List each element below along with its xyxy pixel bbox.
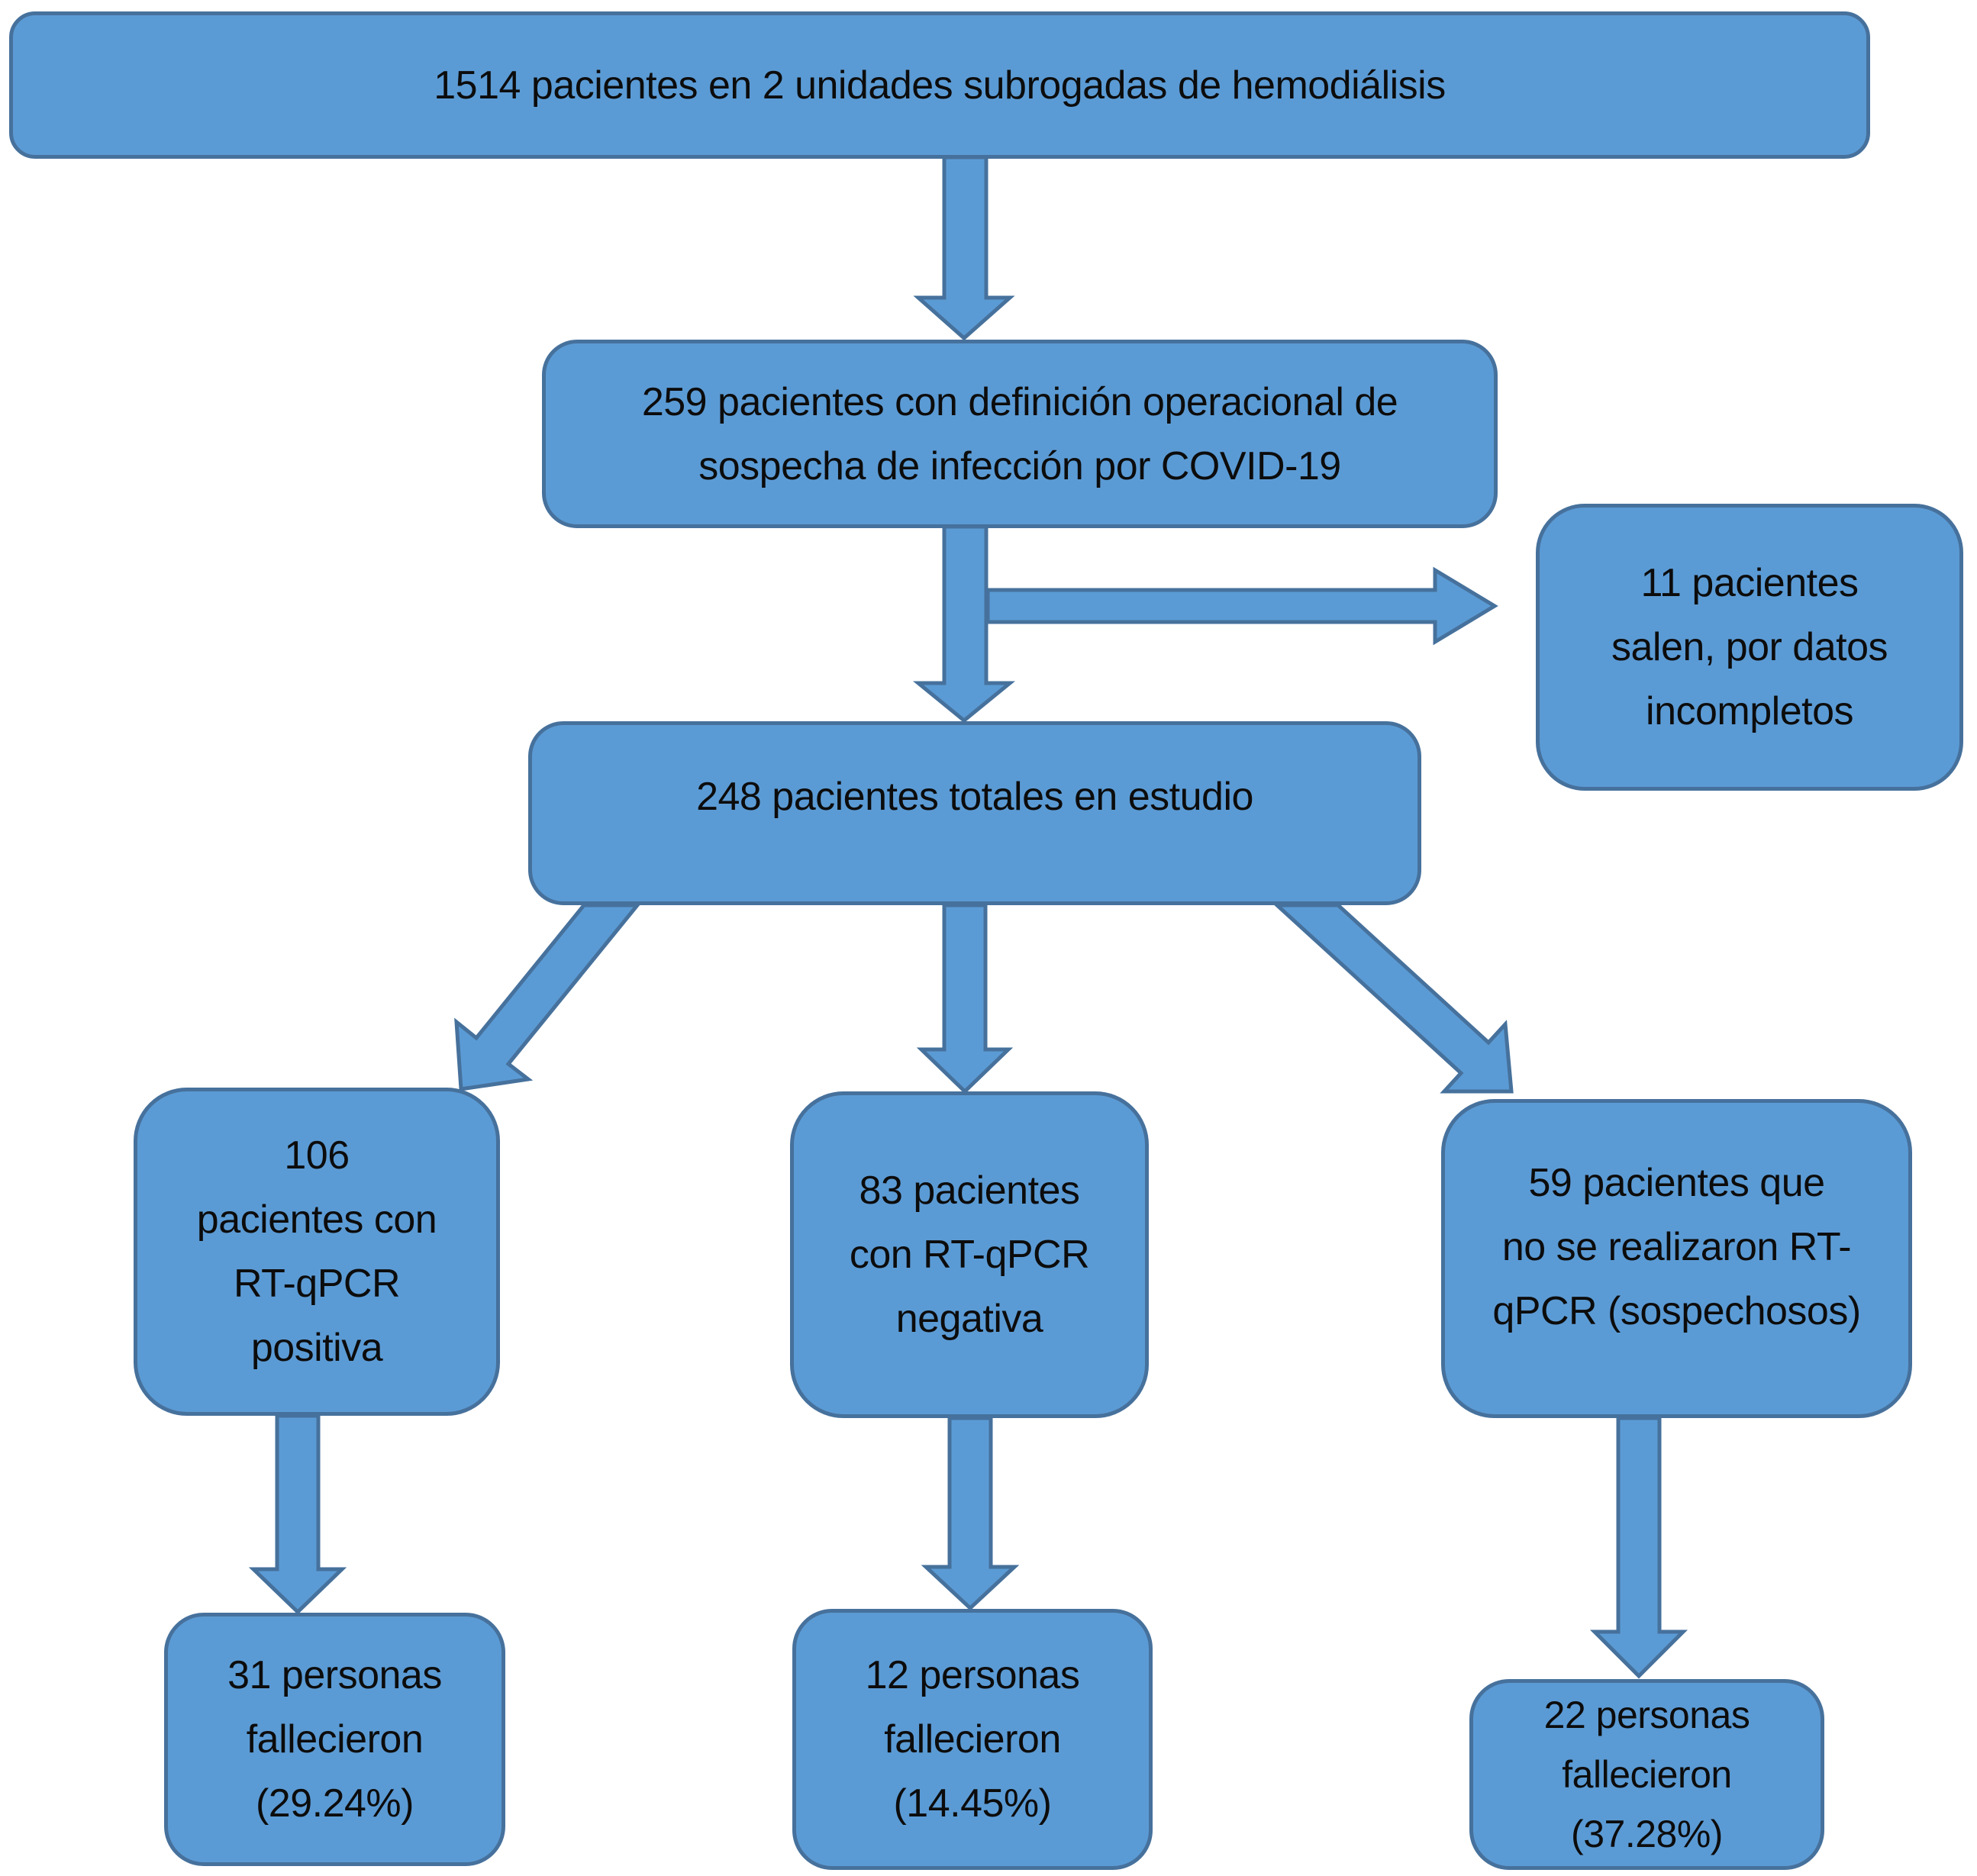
node-pcr-negative-label: 83 pacientes con RT-qPCR negativa: [849, 1168, 1090, 1341]
node-deaths-no-pcr-label: 22 personas fallecieron (37.28%): [1543, 1694, 1750, 1855]
node-pcr-positive-label: 106 pacientes con RT-qPCR positiva: [196, 1133, 437, 1370]
arrow-pcr-positive-to-deaths-icon: [248, 1413, 347, 1615]
node-deaths-pcr-negative-label: 12 personas fallecieron (14.45%): [865, 1653, 1080, 1826]
node-excluded-incomplete-data: 11 pacientes salen, por datos incompleto…: [1536, 504, 1963, 791]
node-no-pcr-suspects-label: 59 pacientes que no se realizaron RT- qP…: [1492, 1161, 1861, 1333]
node-deaths-pcr-positive-label: 31 personas fallecieron (29.24%): [227, 1653, 442, 1826]
node-deaths-pcr-positive: 31 personas fallecieron (29.24%): [164, 1613, 505, 1866]
node-suspected-covid: 259 pacientes con definición operacional…: [542, 340, 1498, 528]
node-total-patients-label: 1514 pacientes en 2 unidades subrogadas …: [434, 63, 1446, 108]
node-deaths-pcr-negative: 12 personas fallecieron (14.45%): [792, 1609, 1153, 1870]
arrow-no-pcr-to-deaths-icon: [1589, 1416, 1688, 1679]
arrow-suspected-to-studied-icon: [912, 524, 1016, 724]
node-excluded-incomplete-data-label: 11 pacientes salen, por datos incompleto…: [1611, 561, 1888, 733]
node-pcr-negative: 83 pacientes con RT-qPCR negativa: [790, 1091, 1149, 1418]
arrow-total-to-suspected-icon: [913, 155, 1015, 341]
arrow-suspected-to-excluded-icon: [985, 566, 1498, 646]
node-total-patients: 1514 pacientes en 2 unidades subrogadas …: [9, 11, 1870, 159]
node-pcr-positive: 106 pacientes con RT-qPCR positiva: [134, 1088, 500, 1416]
arrow-studied-to-pcr-positive-icon: [454, 903, 642, 1091]
arrow-pcr-negative-to-deaths-icon: [921, 1416, 1020, 1611]
arrow-studied-to-no-pcr-icon: [1272, 903, 1514, 1094]
node-deaths-no-pcr: 22 personas fallecieron (37.28%): [1469, 1679, 1824, 1870]
node-total-in-study-label: 248 pacientes totales en estudio: [696, 774, 1253, 819]
node-suspected-covid-label: 259 pacientes con definición operacional…: [641, 379, 1398, 488]
node-total-in-study: 248 pacientes totales en estudio: [528, 721, 1421, 905]
arrow-studied-to-pcr-negative-icon: [916, 903, 1014, 1094]
node-no-pcr-suspects: 59 pacientes que no se realizaron RT- qP…: [1441, 1099, 1912, 1418]
